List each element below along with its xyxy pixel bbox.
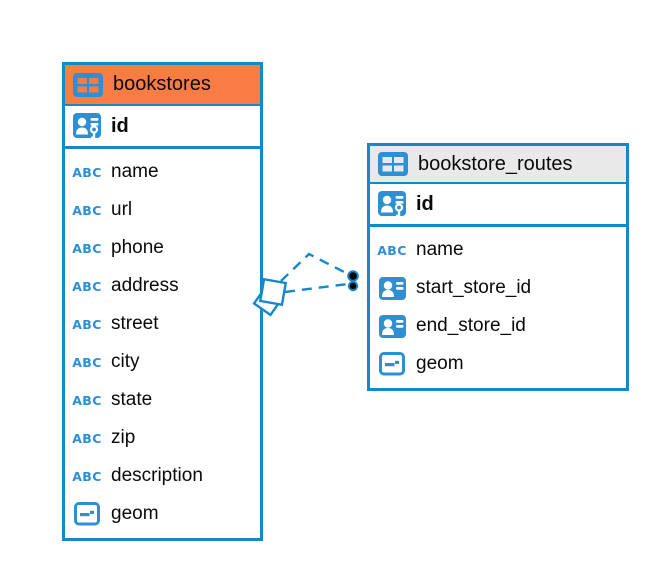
text-type-icon: ABC: [72, 392, 102, 408]
column-name: state: [111, 389, 153, 410]
column-row-id[interactable]: id: [370, 184, 626, 227]
text-type-icon: ABC: [377, 242, 407, 258]
column-row-id[interactable]: id: [65, 106, 260, 149]
column-name: name: [111, 161, 159, 182]
column-name: name: [416, 239, 464, 260]
column-list: ABC name ABC url ABC phone ABC address A…: [65, 149, 260, 538]
geometry-type-icon: [71, 502, 103, 526]
text-type-icon: ABC: [72, 164, 102, 180]
table-title: bookstore_routes: [418, 152, 573, 175]
column-name: city: [111, 351, 140, 372]
table-bookstore-routes[interactable]: bookstore_routes id ABC name start_store…: [367, 143, 629, 391]
column-list: ABC name start_store_id end_store_id ge: [370, 227, 626, 388]
relationship-line-1[interactable]: [280, 252, 351, 282]
column-row[interactable]: ABC state: [65, 381, 260, 419]
column-name: geom: [111, 503, 159, 524]
column-name: address: [111, 275, 179, 296]
primary-key-icon: [71, 112, 103, 140]
column-name: url: [111, 199, 133, 220]
column-row[interactable]: start_store_id: [370, 269, 626, 307]
column-row[interactable]: ABC street: [65, 305, 260, 343]
column-name: start_store_id: [416, 277, 532, 298]
column-row[interactable]: ABC city: [65, 343, 260, 381]
primary-key-icon: [376, 190, 408, 218]
text-type-icon: ABC: [72, 468, 102, 484]
table-header-bookstore-routes[interactable]: bookstore_routes: [370, 146, 626, 184]
text-type-icon: ABC: [72, 278, 102, 294]
text-type-icon: ABC: [72, 430, 102, 446]
table-icon: [72, 72, 104, 97]
column-name: geom: [416, 353, 464, 374]
table-header-bookstores[interactable]: bookstores: [65, 65, 260, 106]
column-row[interactable]: geom: [370, 345, 626, 383]
column-row[interactable]: ABC zip: [65, 419, 260, 457]
column-row[interactable]: ABC url: [65, 191, 260, 229]
column-row[interactable]: geom: [65, 495, 260, 533]
column-row[interactable]: ABC address: [65, 267, 260, 305]
text-type-icon: ABC: [72, 354, 102, 370]
column-name: zip: [111, 427, 136, 448]
column-row[interactable]: end_store_id: [370, 307, 626, 345]
text-type-icon: ABC: [72, 240, 102, 256]
relationship-target-marker-2[interactable]: [347, 280, 359, 292]
column-name: description: [111, 465, 203, 486]
column-name: phone: [111, 237, 164, 258]
column-row[interactable]: ABC name: [370, 231, 626, 269]
column-name: id: [416, 192, 434, 215]
column-name: end_store_id: [416, 315, 526, 336]
column-row[interactable]: ABC name: [65, 153, 260, 191]
relationship-line-2[interactable]: [284, 282, 349, 294]
foreign-key-icon: [376, 314, 408, 338]
column-name: id: [111, 114, 129, 137]
text-type-icon: ABC: [72, 202, 102, 218]
table-title: bookstores: [113, 73, 211, 95]
column-row[interactable]: ABC phone: [65, 229, 260, 267]
table-icon: [377, 152, 409, 176]
text-type-icon: ABC: [72, 316, 102, 332]
foreign-key-icon: [376, 276, 408, 300]
column-row[interactable]: ABC description: [65, 457, 260, 495]
column-name: street: [111, 313, 159, 334]
relationship-target-marker-1[interactable]: [347, 270, 359, 282]
geometry-type-icon: [376, 352, 408, 376]
table-bookstores[interactable]: bookstores id ABC name ABC url ABC phone…: [62, 62, 263, 541]
